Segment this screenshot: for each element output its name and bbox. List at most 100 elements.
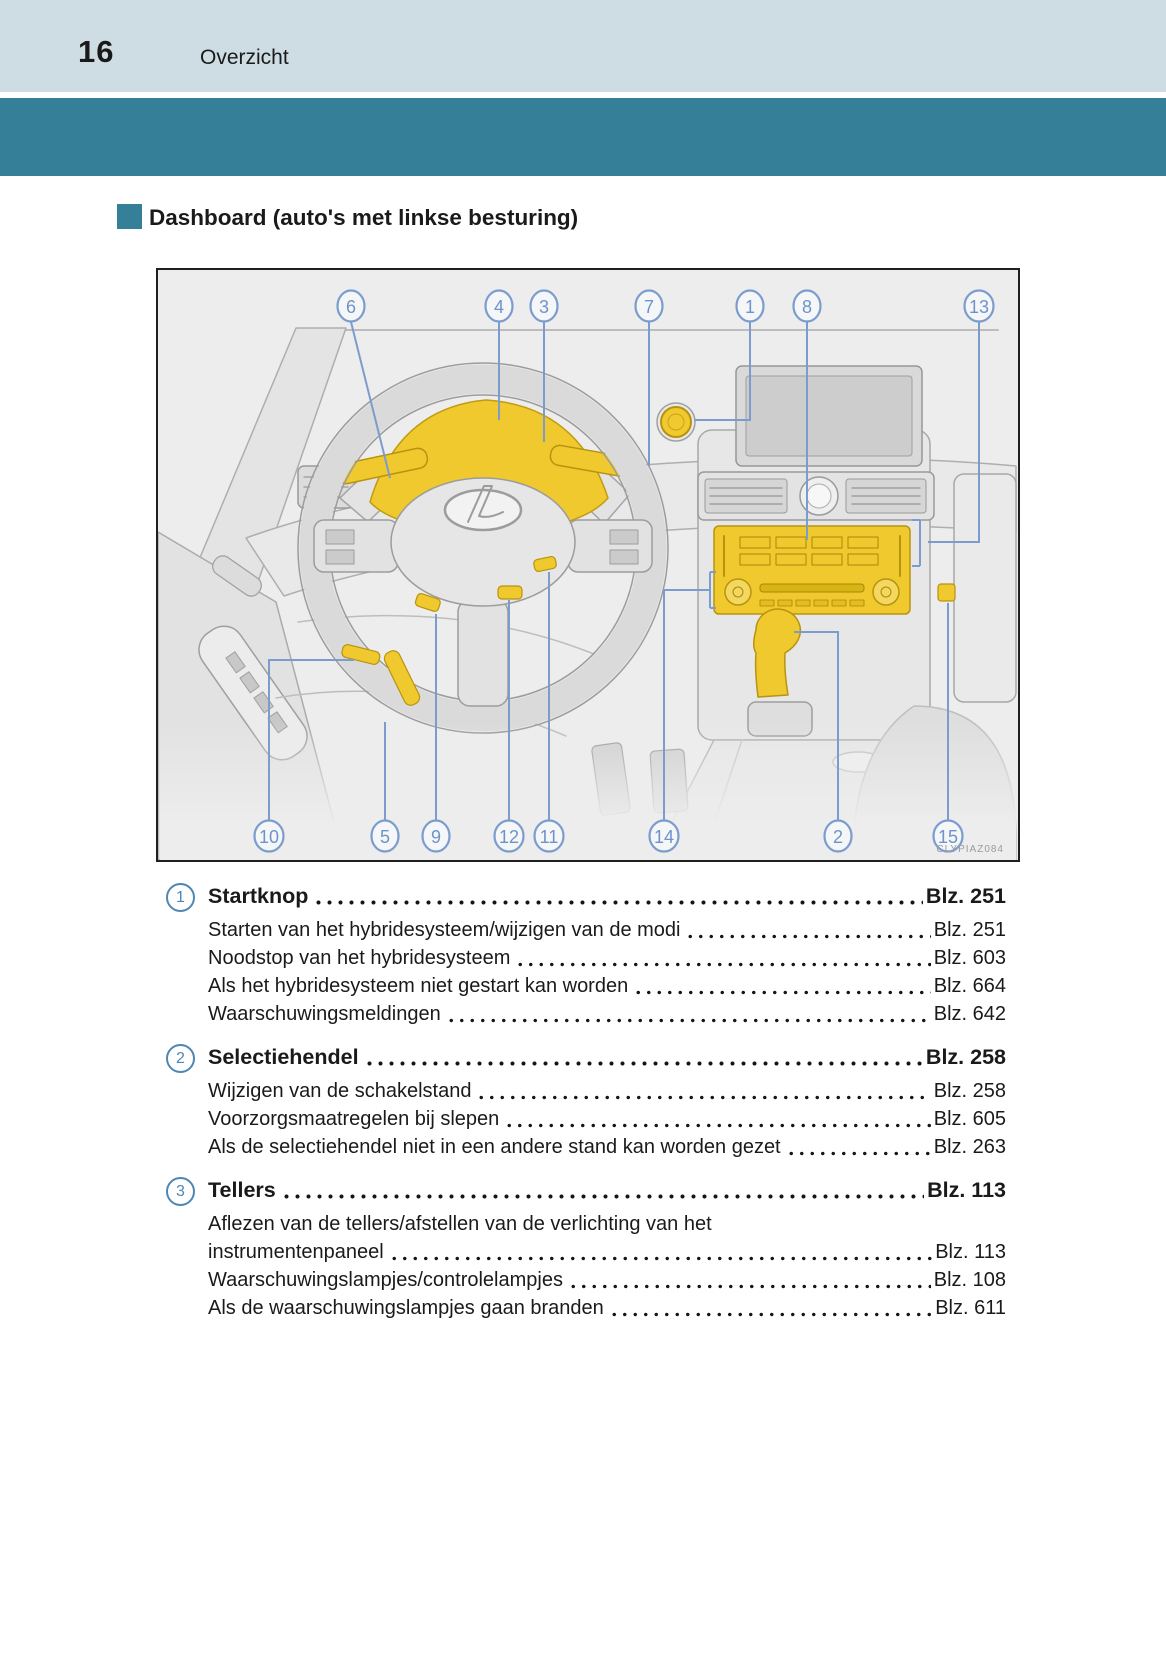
legend-title-row: Startknop Blz. 251 — [208, 882, 1006, 911]
release-lever-highlight — [341, 644, 381, 665]
start-button-highlight — [656, 402, 696, 442]
legend-sub-row: Wijzigen van de schakelstand Blz. 258 — [208, 1077, 1006, 1105]
legend-title: Startknop — [208, 884, 309, 908]
callout-1: 1 — [735, 289, 765, 323]
artwork-fade — [160, 722, 1016, 860]
svg-text:9: 9 — [431, 827, 441, 847]
legend-number-badge: 3 — [166, 1177, 195, 1206]
svg-text:7: 7 — [644, 297, 654, 317]
page-reference: Blz. 108 — [933, 1269, 1006, 1291]
page-reference: Blz. 113 — [935, 1241, 1006, 1263]
sub-label: Als de selectiehendel niet in een andere… — [208, 1136, 781, 1158]
legend-sub-row: Waarschuwingsmeldingen Blz. 642 — [208, 1000, 1006, 1028]
legend-item-selectiehendel: 2 Selectiehendel Blz. 258 Wijzigen van d… — [160, 1043, 1006, 1161]
cd-slot — [759, 583, 865, 593]
brand-logo-icon — [443, 488, 523, 532]
dot-leader — [685, 933, 931, 940]
lower-stalk-highlight — [383, 650, 421, 706]
page-reference: Blz. 642 — [933, 1003, 1006, 1025]
legend-title: Tellers — [208, 1178, 276, 1202]
legend-title-row: Tellers Blz. 113 — [208, 1176, 1006, 1205]
legend-sub-row: Als de waarschuwingslampjes gaan branden… — [208, 1294, 1006, 1322]
section-bullet-icon — [117, 204, 142, 229]
dashboard-illustration: 6 4 3 7 1 8 13 10 5 9 12 11 14 2 15 CLYP… — [158, 289, 1017, 860]
leader-lines — [268, 321, 980, 820]
callout-4: 4 — [484, 289, 514, 323]
callout-8: 8 — [792, 289, 822, 323]
svg-text:14: 14 — [654, 827, 674, 847]
page-reference: Blz. 258 — [933, 1080, 1006, 1102]
dot-leader — [567, 1283, 931, 1290]
sub-label: Starten van het hybridesysteem/wijzigen … — [208, 919, 681, 941]
svg-text:10: 10 — [259, 827, 279, 847]
page-reference: Blz. 603 — [933, 947, 1006, 969]
callout-5: 5 — [370, 819, 400, 853]
wheel-button-highlight-left — [414, 593, 441, 612]
legend-item-startknop: 1 Startknop Blz. 251 Starten van het hyb… — [160, 882, 1006, 1028]
cabin-artwork — [158, 327, 1017, 860]
sub-label: Wijzigen van de schakelstand — [208, 1080, 472, 1102]
legend-list: 1 Startknop Blz. 251 Starten van het hyb… — [160, 882, 1006, 1337]
page-reference: Blz. 605 — [933, 1108, 1006, 1130]
dot-leader — [633, 989, 931, 996]
shift-lever-highlight — [752, 608, 802, 698]
callout-3: 3 — [529, 289, 559, 323]
callout-11: 11 — [533, 819, 565, 853]
page-reference: Blz. 251 — [925, 884, 1006, 908]
dot-leader — [313, 899, 923, 906]
dot-leader — [515, 961, 931, 968]
sub-label: instrumentenpaneel — [208, 1241, 384, 1263]
legend-title: Selectiehendel — [208, 1045, 359, 1069]
dot-leader — [388, 1255, 933, 1262]
tune-knob — [872, 578, 900, 606]
volume-knob — [724, 578, 752, 606]
steering-wheel — [297, 362, 669, 734]
wheel-button-highlight-right — [533, 555, 557, 573]
sub-label-first-line: Aflezen van de tellers/afstellen van de … — [208, 1213, 712, 1235]
callout-9: 9 — [421, 819, 451, 853]
dot-leader — [280, 1193, 925, 1200]
legend-sub-row: Als de selectiehendel niet in een andere… — [208, 1133, 1006, 1161]
page-reference: Blz. 664 — [933, 975, 1006, 997]
sub-label: Waarschuwingsmeldingen — [208, 1003, 441, 1025]
glovebox — [953, 473, 1017, 703]
svg-text:13: 13 — [969, 297, 989, 317]
dot-leader — [445, 1017, 931, 1024]
dot-leader — [785, 1150, 931, 1157]
svg-text:5: 5 — [380, 827, 390, 847]
dot-leader — [608, 1311, 933, 1318]
legend-sub-row: instrumentenpaneel Blz. 113 — [208, 1238, 1006, 1266]
svg-text:11: 11 — [540, 827, 559, 847]
sub-label: Als het hybridesysteem niet gestart kan … — [208, 975, 629, 997]
chapter-color-band — [0, 98, 1166, 176]
legend-sub-row: Voorzorgsmaatregelen bij slepen Blz. 605 — [208, 1105, 1006, 1133]
svg-text:12: 12 — [499, 827, 519, 847]
callout-6: 6 — [336, 289, 366, 323]
dot-leader — [363, 1060, 923, 1067]
callout-15: 15 — [932, 819, 964, 853]
dot-leader — [504, 1122, 931, 1129]
sub-label: Noodstop van het hybridesysteem — [208, 947, 511, 969]
svg-text:3: 3 — [539, 297, 549, 317]
legend-sub-row: Als het hybridesysteem niet gestart kan … — [208, 972, 1006, 1000]
svg-text:2: 2 — [833, 827, 843, 847]
trunk-switch-highlight — [937, 583, 956, 602]
legend-sub-row: Waarschuwingslampjes/controlelampjes Blz… — [208, 1266, 1006, 1294]
page-header-band: 16 Overzicht — [0, 0, 1166, 92]
multimedia-screen — [735, 365, 923, 467]
center-vents — [697, 471, 935, 521]
page-reference: Blz. 113 — [927, 1178, 1006, 1202]
figure-code: CLYPIAZ084 — [936, 844, 1004, 855]
svg-text:1: 1 — [745, 297, 755, 317]
callout-12: 12 — [493, 819, 525, 853]
svg-text:6: 6 — [346, 297, 356, 317]
svg-text:15: 15 — [938, 827, 958, 847]
wheel-button-highlight-center — [497, 585, 523, 600]
page-title: Dashboard (auto's met linkse besturing) — [117, 204, 578, 231]
legend-item-tellers: 3 Tellers Blz. 113 Aflezen van de teller… — [160, 1176, 1006, 1322]
sub-label: Waarschuwingslampjes/controlelampjes — [208, 1269, 563, 1291]
chapter-title: Overzicht — [200, 46, 289, 69]
sub-label: Voorzorgsmaatregelen bij slepen — [208, 1108, 500, 1130]
airbag-pad — [390, 477, 576, 607]
audio-climate-panel-highlight — [713, 525, 911, 615]
